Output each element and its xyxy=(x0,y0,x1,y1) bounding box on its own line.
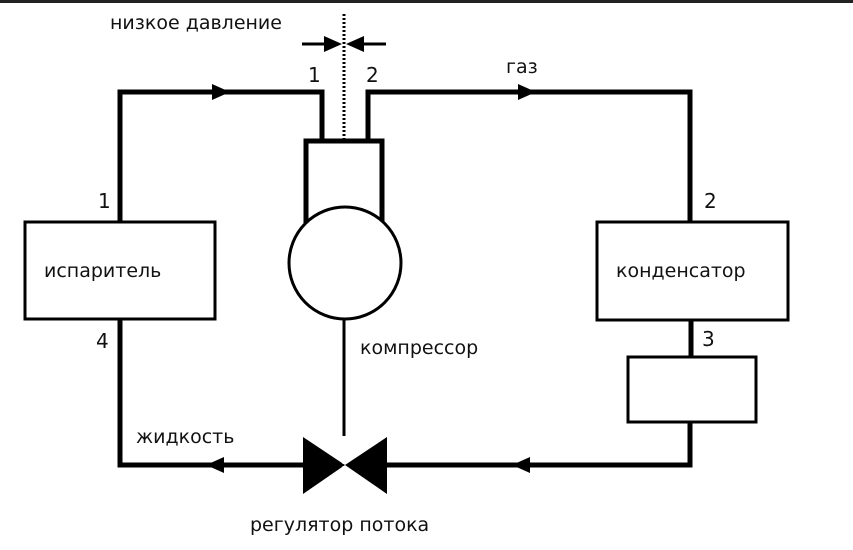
evaporator-label: испаритель xyxy=(44,260,161,282)
discharge-pipe xyxy=(365,89,693,224)
flow-arrow-left-icon xyxy=(206,457,224,473)
flow-arrow-left-icon xyxy=(512,457,530,473)
liquid-label: жидкость xyxy=(136,426,234,448)
flow-regulator-label: регулятор потока xyxy=(250,514,429,536)
compressor-body xyxy=(287,205,403,321)
gas-label: газ xyxy=(506,56,538,78)
compressor-label: компрессор xyxy=(360,337,478,359)
compressor xyxy=(287,138,403,321)
evaporator-box xyxy=(23,220,217,321)
point-2-condenser: 2 xyxy=(704,189,717,213)
flow-arrow-right-icon xyxy=(212,84,230,100)
condenser-label: конденсатор xyxy=(616,260,746,282)
low-pressure-label: низкое давление xyxy=(110,12,282,34)
valve-right-triangle xyxy=(345,437,387,494)
point-1-evaporator: 1 xyxy=(98,189,111,213)
valve-left-triangle xyxy=(303,437,345,494)
arrow-right-icon xyxy=(324,36,342,52)
low-pressure-indicator xyxy=(302,36,386,52)
flow-regulator-valve xyxy=(303,436,387,494)
receiver-box xyxy=(626,355,758,424)
point-2-compressor: 2 xyxy=(366,63,379,87)
point-3-condenser: 3 xyxy=(702,327,715,351)
liquid-pipe xyxy=(117,319,693,468)
suction-pipe xyxy=(117,89,325,224)
arrow-left-icon xyxy=(346,36,364,52)
flow-arrow-right-icon xyxy=(518,84,536,100)
condenser-box xyxy=(595,220,790,322)
point-4-evaporator: 4 xyxy=(96,329,109,353)
point-1-compressor: 1 xyxy=(308,63,321,87)
